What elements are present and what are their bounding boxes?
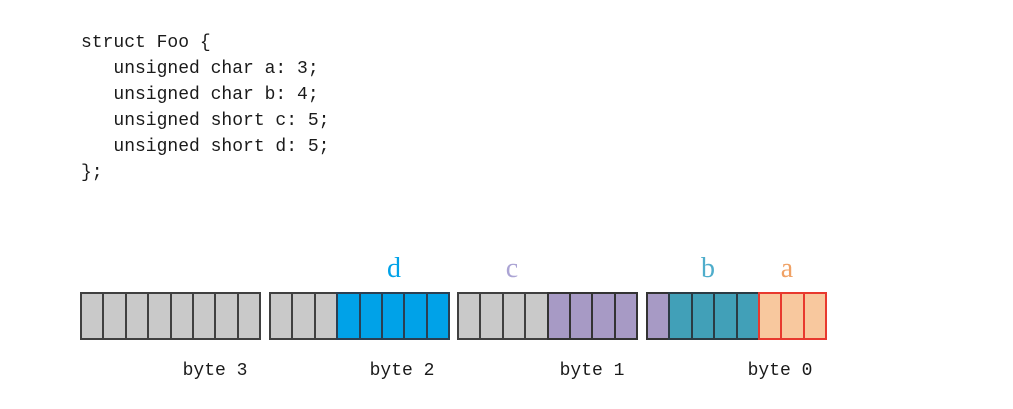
bit-cell-gray	[124, 292, 150, 340]
byte-block-2	[269, 292, 450, 340]
bit-cell-teal	[735, 292, 760, 340]
bit-cell-gray	[214, 292, 239, 340]
bit-cell-purple	[613, 292, 638, 340]
bit-cell-purple	[568, 292, 594, 340]
bit-cell-gray	[524, 292, 549, 340]
byte-block-1	[457, 292, 638, 340]
bit-cell-orange	[802, 292, 827, 340]
bit-cell-purple	[646, 292, 671, 340]
bit-cell-gray	[291, 292, 316, 340]
bit-cell-gray	[501, 292, 527, 340]
bit-cell-blue	[358, 292, 383, 340]
bit-cell-gray	[313, 292, 339, 340]
byte-block-0	[646, 292, 827, 340]
bit-cell-teal	[713, 292, 738, 340]
bit-cell-gray	[147, 292, 172, 340]
bit-cell-purple	[546, 292, 571, 340]
bit-cell-gray	[102, 292, 127, 340]
byte-label-2: byte 2	[369, 361, 435, 381]
bit-cell-blue	[425, 292, 450, 340]
bit-cell-orange	[757, 292, 783, 340]
bit-cell-orange	[780, 292, 805, 340]
bit-cell-gray	[169, 292, 194, 340]
byte-label-1: byte 1	[559, 361, 625, 381]
bit-cell-teal	[668, 292, 693, 340]
byte-label-3: byte 3	[182, 361, 248, 381]
byte-block-3	[80, 292, 261, 340]
code-line-field-d: unsigned short d: 5;	[81, 137, 330, 157]
bit-cell-gray	[80, 292, 105, 340]
field-label-b: b	[701, 253, 715, 284]
code-line-field-a: unsigned char a: 3;	[81, 59, 319, 79]
code-line-field-c: unsigned short c: 5;	[81, 111, 330, 131]
bit-cell-gray	[457, 292, 482, 340]
bit-cell-gray	[191, 292, 217, 340]
field-label-c: c	[505, 253, 519, 284]
bit-cell-blue	[403, 292, 428, 340]
field-label-d: d	[387, 253, 401, 284]
bit-cell-gray	[236, 292, 261, 340]
bit-cell-gray	[269, 292, 294, 340]
bit-cell-blue	[380, 292, 406, 340]
struct-code-block: struct Foo { unsigned char a: 3; unsigne…	[81, 30, 329, 186]
code-line-struct-close: };	[81, 163, 103, 183]
code-line-struct-open: struct Foo {	[81, 33, 211, 53]
bit-cell-teal	[690, 292, 716, 340]
field-label-a: a	[780, 253, 794, 284]
byte-label-0: byte 0	[747, 361, 813, 381]
code-line-field-b: unsigned char b: 4;	[81, 85, 319, 105]
bit-cell-blue	[336, 292, 361, 340]
bit-cell-purple	[591, 292, 616, 340]
bit-cell-gray	[479, 292, 504, 340]
